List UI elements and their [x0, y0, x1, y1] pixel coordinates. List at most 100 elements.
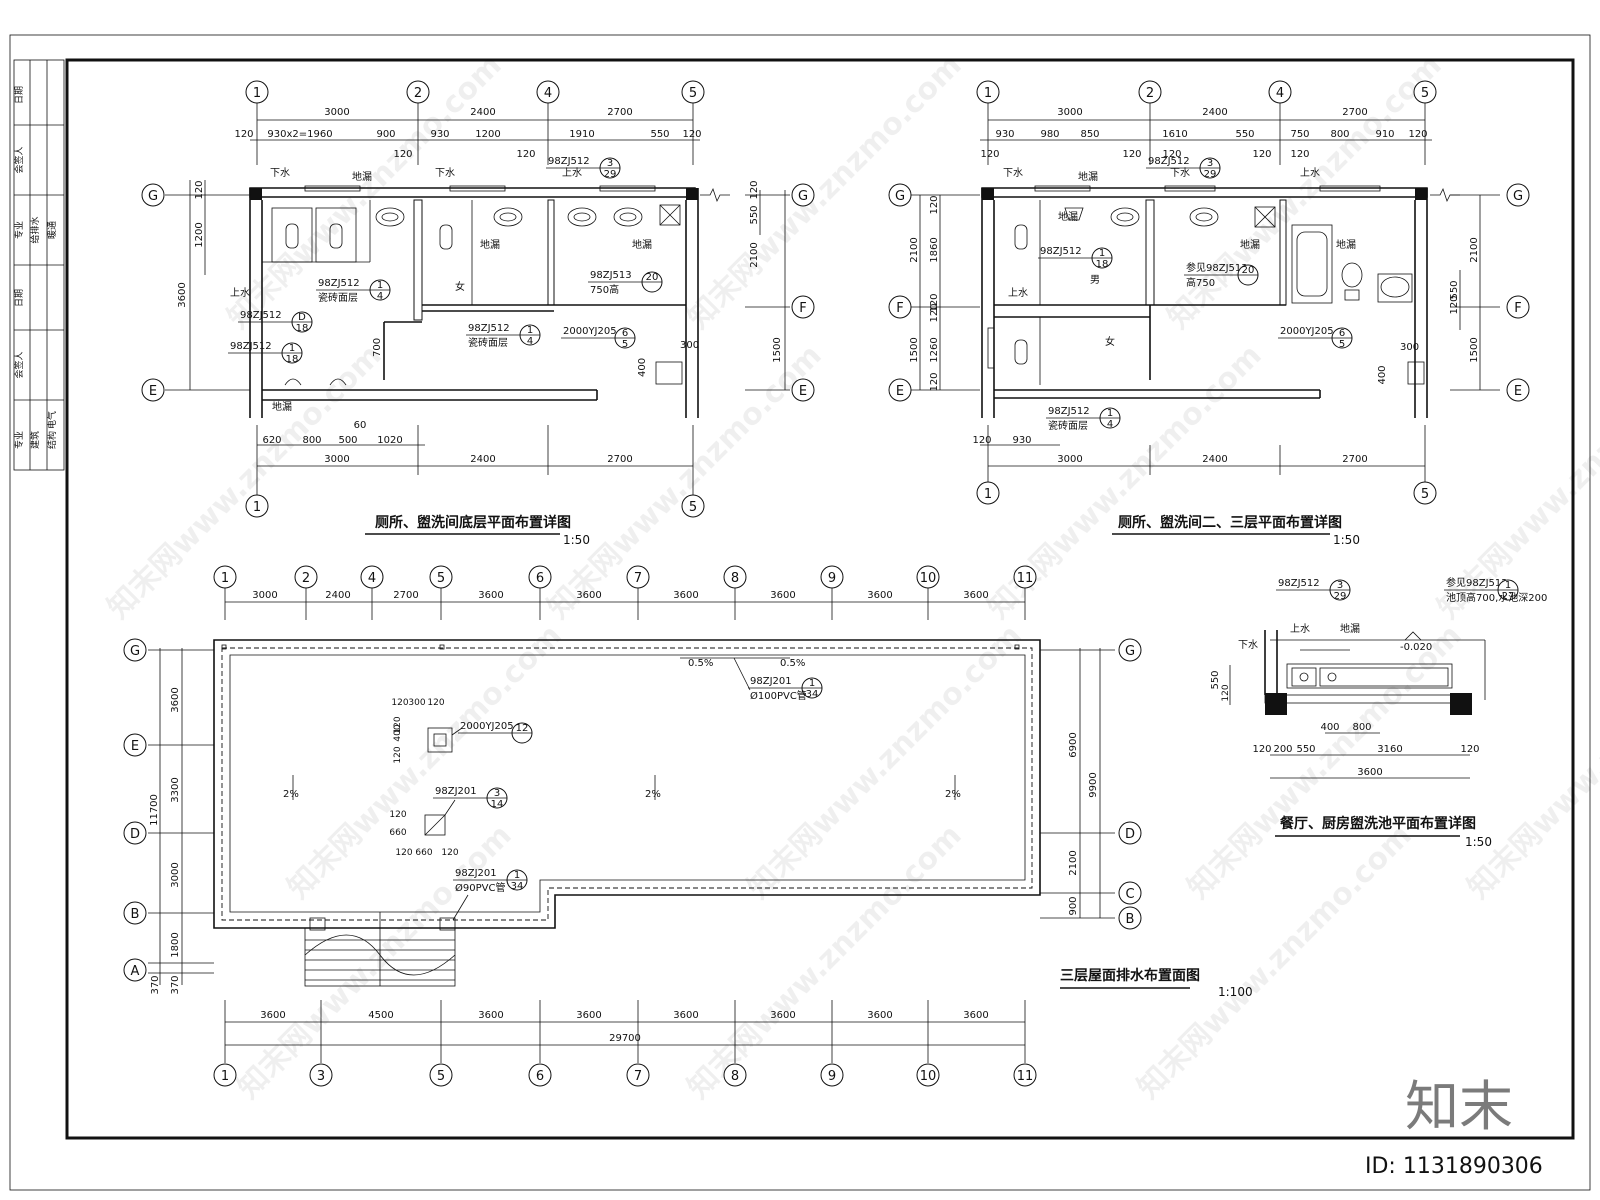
plan-kitchen-sink: [1229, 630, 1486, 779]
dim-right: 120: [749, 180, 760, 199]
dim-left: 550: [1210, 670, 1221, 689]
axis-bubble: [245, 494, 269, 518]
dim-bottom: 3600: [478, 1010, 503, 1021]
axis-bubble: [1506, 183, 1530, 207]
dim-bottom: 3600: [770, 1010, 795, 1021]
axis-bubble: [141, 378, 165, 402]
dim-top2: 980: [1040, 129, 1059, 140]
slope-label: 2%: [283, 789, 299, 800]
reference-bottom: 29: [1334, 591, 1347, 602]
reference-bottom: 4: [527, 336, 533, 347]
fixture-label: 男: [1090, 274, 1100, 286]
reference-top: 20: [646, 272, 659, 283]
reference-note: 池顶高700,水池深200: [1446, 591, 1547, 604]
title-block-cell: 专业: [13, 431, 25, 449]
axis-label: 4: [544, 86, 552, 101]
fixture-label: 上水: [1008, 287, 1028, 299]
dim-top: 2700: [1342, 107, 1367, 118]
dim-small: 300: [408, 698, 425, 708]
axis-label: 2: [414, 86, 422, 101]
axis-bubble: [1118, 821, 1142, 845]
axis-label: 5: [689, 500, 697, 515]
axis-bubble: [681, 494, 705, 518]
dim-bottom: 800: [1352, 722, 1371, 733]
dim-top: 2700: [607, 107, 632, 118]
axis-bubble: [1138, 80, 1162, 104]
dim-left: 120: [929, 372, 940, 391]
axis-label: 10: [920, 571, 937, 586]
axis-label: 6: [536, 1069, 544, 1084]
dim-right: 1500: [772, 337, 783, 362]
reference-note: 瓷砖面层: [318, 291, 358, 304]
dim-small: 120: [441, 848, 458, 858]
dim-left: 1500: [909, 337, 920, 362]
axis-label: 11: [1017, 1069, 1034, 1084]
reference-bottom: 34: [806, 689, 819, 700]
axis-label: G: [130, 644, 140, 659]
dim-right: 400: [1377, 365, 1388, 384]
fixture-label: 地漏: [1336, 238, 1356, 251]
dim-top2: 800: [1330, 129, 1349, 140]
axis-label: 2: [1146, 86, 1154, 101]
fixture-label: 上水: [1290, 623, 1310, 635]
dim-bottom: 3600: [867, 1010, 892, 1021]
axis-label: 5: [689, 86, 697, 101]
dim-bottom: 930: [1012, 435, 1031, 446]
reference-code: 2000YJ205: [1280, 326, 1334, 337]
dim-top2: 120: [682, 129, 701, 140]
dim-bottom2: 200: [1273, 744, 1292, 755]
dim-left: 1800: [170, 932, 181, 957]
axis-bubble: [213, 1063, 237, 1087]
dim-right: 2100: [1068, 850, 1079, 875]
reference-code: 98ZJ512: [1048, 406, 1090, 417]
reference-top: 1: [1107, 408, 1113, 419]
dim-small: 660: [389, 828, 406, 838]
plan-title: 厕所、盥洗间二、三层平面布置详图: [1118, 514, 1342, 531]
axis-bubble: [723, 1063, 747, 1087]
reference-note: 瓷砖面层: [468, 336, 508, 349]
dim-left: 3300: [170, 777, 181, 802]
dim-right: 550: [1449, 280, 1460, 299]
dim-left: 120: [929, 293, 940, 312]
dim-top2: 910: [1375, 129, 1394, 140]
reference-code: 98ZJ512: [548, 156, 590, 167]
dim-bottom: 800: [302, 435, 321, 446]
axis-label: 6: [536, 571, 544, 586]
dim-top: 3600: [478, 590, 503, 601]
dim-top2: 120: [1162, 149, 1181, 160]
axis-label: E: [896, 384, 904, 399]
dim-top2: 550: [1235, 129, 1254, 140]
reference-top: 6: [622, 328, 628, 339]
axis-bubble: [681, 80, 705, 104]
fixture-label: 上水: [230, 287, 250, 299]
axis-label: G: [148, 189, 158, 204]
dim-bottom3: 3600: [1357, 767, 1382, 778]
title-block-cell: 结构: [46, 431, 58, 449]
dim-top: 3600: [673, 590, 698, 601]
reference-bottom: 34: [511, 881, 524, 892]
axis-bubble: [1413, 481, 1437, 505]
axis-bubble: [888, 295, 912, 319]
axis-bubble: [916, 1063, 940, 1087]
fixture-label: 地漏: [352, 170, 372, 183]
axis-bubble: [626, 1063, 650, 1087]
dim-bottom: 3600: [963, 1010, 988, 1021]
plan-title: 三层屋面排水布置面图: [1060, 967, 1200, 984]
axis-label: 1: [984, 487, 992, 502]
dim-small: 120: [393, 716, 403, 733]
axis-bubble: [1118, 881, 1142, 905]
dim-top2: 1610: [1162, 129, 1187, 140]
reference-top: 3: [607, 158, 613, 169]
title-block-cell: 建筑: [29, 431, 41, 449]
axis-label: 2: [302, 571, 310, 586]
dim-top2: 930x2=1960: [267, 129, 332, 140]
axis-label: 9: [828, 1069, 836, 1084]
dim-bottom2: 2700: [1342, 454, 1367, 465]
axis-bubble: [141, 183, 165, 207]
reference-top: 1: [1099, 248, 1105, 259]
dim-top2: 120: [1290, 149, 1309, 160]
slope-label: 0.5%: [780, 658, 805, 669]
reference-bottom: 5: [622, 339, 628, 350]
axis-label: 9: [828, 571, 836, 586]
